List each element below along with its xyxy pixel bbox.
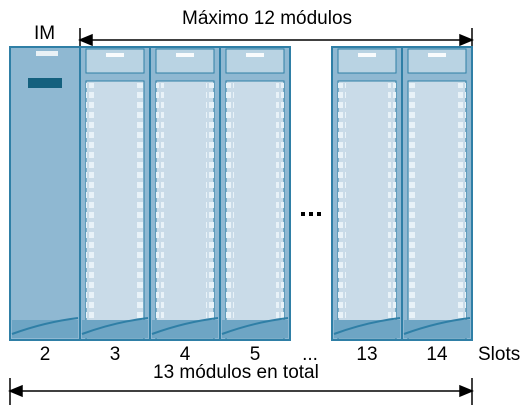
bottom-label: 13 módulos en total [153,362,319,383]
bottom-dimension-line [8,378,474,405]
slot-number: 3 [109,344,121,365]
slot-number: 2 [39,344,51,365]
io-module [79,46,151,341]
slot-number: 14 [426,344,448,365]
io-module [219,46,291,341]
slot-number: 5 [249,344,261,365]
module-gap-ellipsis [301,212,321,216]
slot-number: 13 [356,344,378,365]
top-dimension-line [78,28,474,52]
io-modules [79,46,473,341]
slot-number: 4 [179,344,191,365]
io-module [149,46,221,341]
im-module [9,46,81,341]
im-indicator [28,78,62,88]
io-module [331,46,403,341]
io-module [401,46,473,341]
slot-axis-label: Slots [478,344,521,365]
im-label: IM [34,23,56,44]
slot-number: ... [302,344,318,365]
top-label: Máximo 12 módulos [182,8,353,29]
